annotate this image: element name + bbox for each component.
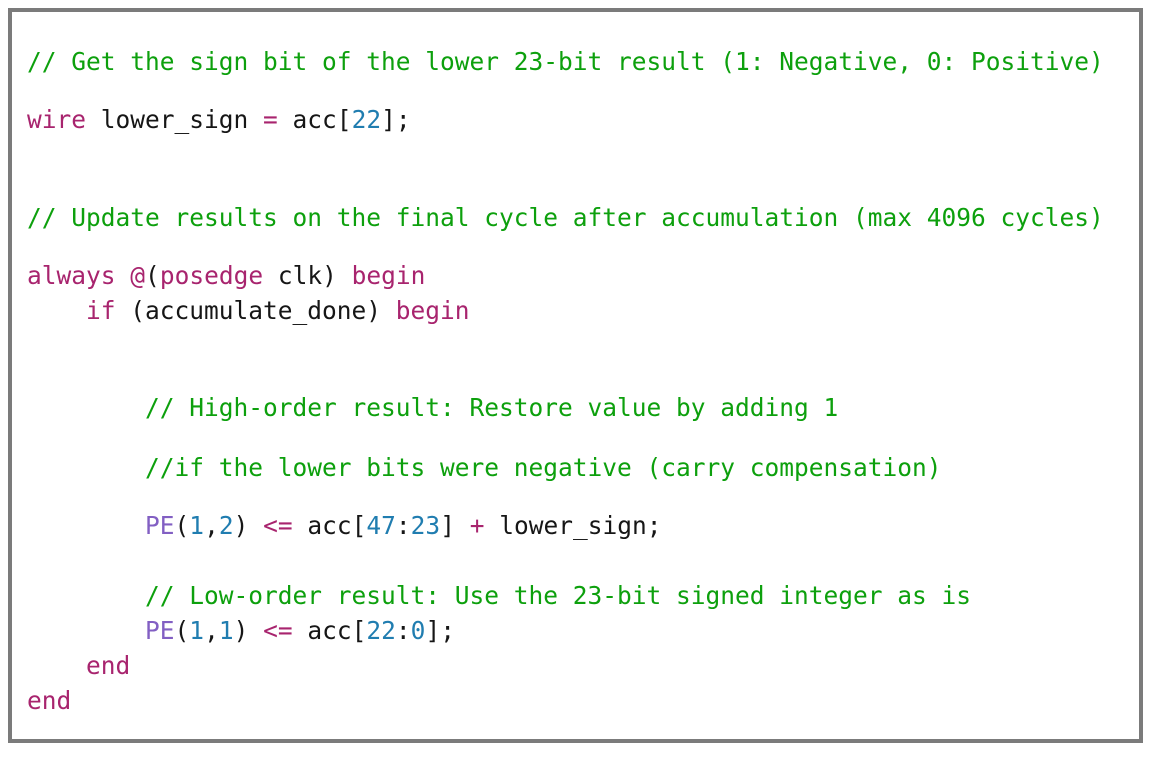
code-token-number: 22 bbox=[366, 616, 396, 645]
code-token-keyword: begin bbox=[351, 261, 426, 290]
code-token-comment: // High-order result: Restore value by a… bbox=[145, 393, 839, 422]
code-line: if (accumulate_done) begin bbox=[27, 293, 1131, 328]
code-token-keyword: always bbox=[27, 261, 116, 290]
code-token-plain: ]; bbox=[381, 105, 411, 134]
code-token-comment: //if the lower bits were negative (carry… bbox=[145, 453, 942, 482]
code-token-plain bbox=[27, 616, 145, 645]
code-token-plain: ) bbox=[233, 616, 264, 645]
code-token-plain bbox=[27, 651, 86, 680]
code-token-plain: ) bbox=[233, 511, 264, 540]
code-line: end bbox=[27, 683, 1131, 718]
code-token-keyword: posedge bbox=[159, 261, 264, 290]
code-token-number: 22 bbox=[351, 105, 382, 134]
code-token-comment: // Update results on the final cycle aft… bbox=[27, 203, 1104, 232]
code-token-number: 1 bbox=[218, 616, 234, 645]
code-token-plain: acc[ bbox=[292, 511, 367, 540]
code-token-keyword: begin bbox=[395, 296, 470, 325]
code-line: //if the lower bits were negative (carry… bbox=[27, 450, 1131, 485]
code-token-operator: @ bbox=[130, 261, 146, 290]
code-token-plain bbox=[27, 511, 145, 540]
code-token-plain: lower_sign; bbox=[484, 511, 662, 540]
code-token-comment: // Get the sign bit of the lower 23-bit … bbox=[27, 47, 1104, 76]
code-token-plain: ( bbox=[174, 616, 190, 645]
code-token-plain: ] bbox=[440, 511, 470, 540]
code-line: always @(posedge clk) begin bbox=[27, 258, 1131, 293]
code-token-function: PE bbox=[145, 511, 175, 540]
code-token-comment: // Low-order result: Use the 23-bit sign… bbox=[145, 581, 972, 610]
code-token-plain: lower_sign bbox=[86, 105, 264, 134]
code-block: // Get the sign bit of the lower 23-bit … bbox=[8, 8, 1143, 743]
code-token-operator: <= bbox=[263, 616, 293, 645]
code-token-plain: ]; bbox=[425, 616, 455, 645]
code-token-operator: <= bbox=[263, 511, 293, 540]
code-token-plain: : bbox=[395, 616, 411, 645]
code-line: end bbox=[27, 648, 1131, 683]
code-token-plain: ( bbox=[174, 511, 190, 540]
code-line: // Low-order result: Use the 23-bit sign… bbox=[27, 578, 1131, 613]
code-token-plain: acc[ bbox=[277, 105, 352, 134]
code-token-plain: (accumulate_done) bbox=[115, 296, 396, 325]
code-token-number: 23 bbox=[410, 511, 441, 540]
code-token-number: 1 bbox=[189, 511, 205, 540]
code-token-plain bbox=[27, 581, 145, 610]
code-token-keyword: end bbox=[86, 651, 131, 680]
code-token-function: PE bbox=[145, 616, 175, 645]
code-token-number: 0 bbox=[410, 616, 426, 645]
code-token-keyword: wire bbox=[27, 105, 87, 134]
code-token-operator: + bbox=[469, 511, 485, 540]
code-line: wire lower_sign = acc[22]; bbox=[27, 102, 1131, 137]
code-token-number: 47 bbox=[366, 511, 396, 540]
code-token-plain: , bbox=[204, 511, 219, 540]
code-token-number: 1 bbox=[189, 616, 205, 645]
code-token-plain: acc[ bbox=[292, 616, 367, 645]
code-token-plain: , bbox=[204, 616, 219, 645]
code-line: // Update results on the final cycle aft… bbox=[27, 200, 1131, 235]
code-token-plain: ( bbox=[145, 261, 160, 290]
code-token-plain bbox=[27, 453, 145, 482]
code-token-operator: = bbox=[263, 105, 278, 134]
code-line: // High-order result: Restore value by a… bbox=[27, 390, 1131, 425]
code-token-plain bbox=[27, 296, 86, 325]
code-token-keyword: if bbox=[86, 296, 116, 325]
code-token-keyword: end bbox=[27, 686, 72, 715]
code-line: PE(1,1) <= acc[22:0]; bbox=[27, 613, 1131, 648]
code-token-plain bbox=[27, 393, 145, 422]
code-line: PE(1,2) <= acc[47:23] + lower_sign; bbox=[27, 508, 1131, 543]
code-token-plain: clk) bbox=[263, 261, 352, 290]
code-token-plain: : bbox=[395, 511, 411, 540]
code-token-number: 2 bbox=[218, 511, 234, 540]
code-line: // Get the sign bit of the lower 23-bit … bbox=[27, 44, 1131, 79]
code-token-plain bbox=[116, 261, 131, 290]
